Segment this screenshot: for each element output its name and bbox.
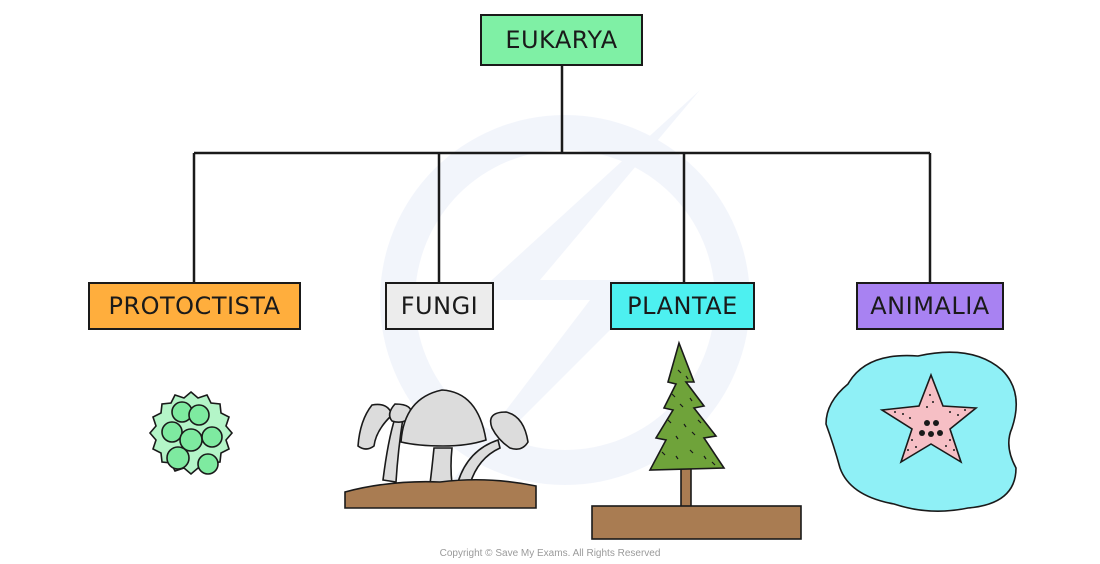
animalia-box: ANIMALIA — [856, 282, 1004, 330]
copyright-text: Copyright © Save My Exams. All Rights Re… — [439, 548, 661, 559]
tree-connectors — [192, 66, 932, 282]
conifer-tree-icon — [591, 340, 802, 540]
protoctist-cell-cluster-icon — [148, 390, 234, 476]
mushrooms-icon — [344, 389, 537, 509]
fungi-box: FUNGI — [385, 282, 494, 330]
protoctista-box: PROTOCTISTA — [88, 282, 301, 330]
watermark-logo-icon — [380, 90, 750, 510]
starfish-in-water-icon — [825, 351, 1018, 512]
eukarya-box: EUKARYA — [480, 14, 643, 66]
plantae-box: PLANTAE — [610, 282, 755, 330]
